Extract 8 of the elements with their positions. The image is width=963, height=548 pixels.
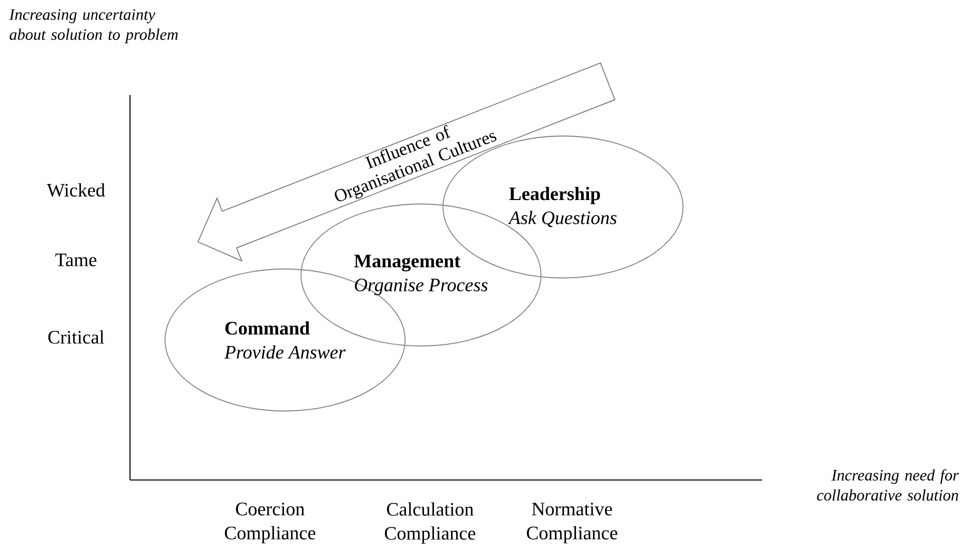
axis-category: Tame <box>55 254 96 266</box>
axis-title: Increasing need for collaborative solution <box>817 469 959 501</box>
axis-title: Increasing uncertainty about solution to problem <box>9 9 178 44</box>
axis-category: Calculation Compliance <box>384 502 476 544</box>
axis-category: Wicked <box>46 183 105 197</box>
axis-category: Critical <box>48 330 104 344</box>
axis-category: Coercion Compliance <box>224 502 316 544</box>
axis-category: Normative Compliance <box>526 502 618 544</box>
